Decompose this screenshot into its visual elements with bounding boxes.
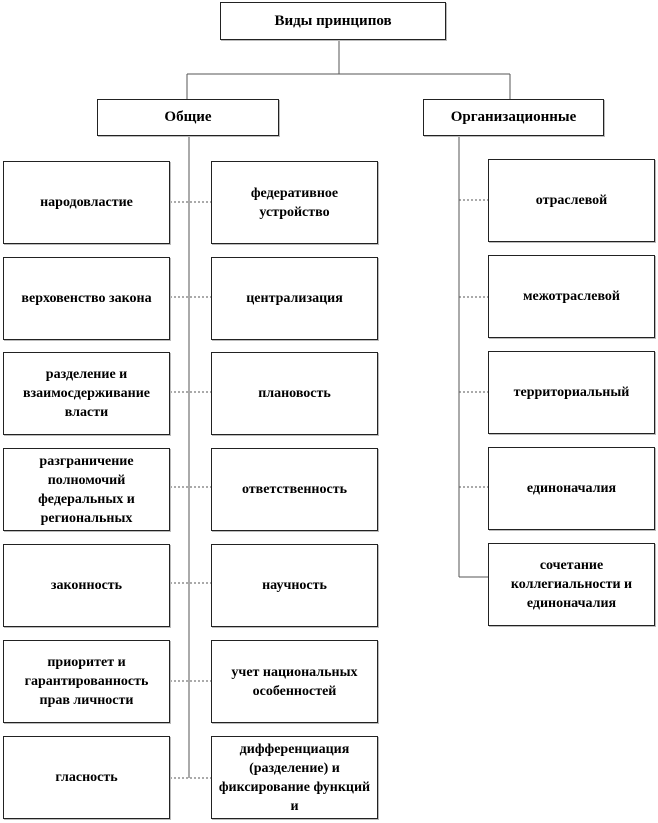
general-right-item-2: централизация: [211, 257, 378, 340]
general-left-item-5: законность: [3, 544, 170, 627]
organizational-item-1: отраслевой: [488, 159, 655, 242]
general-right-item-7: дифференциация (разделение) и фиксирован…: [211, 736, 378, 819]
organizational-item-3: территориальный: [488, 351, 655, 434]
general-right-item-4: ответственность: [211, 448, 378, 531]
general-right-item-6: учет национальных особенностей: [211, 640, 378, 723]
general-right-item-3: плановость: [211, 352, 378, 435]
general-left-item-2: верховенство закона: [3, 257, 170, 340]
general-left-item-3: разделение и взаимосдерживание власти: [3, 352, 170, 435]
general-left-item-1: народовластие: [3, 161, 170, 244]
diagram-title: Виды принципов: [220, 2, 446, 40]
general-left-item-6: приоритет и гарантированность прав лично…: [3, 640, 170, 723]
general-left-item-4: разграничение полномочий федеральных и р…: [3, 448, 170, 531]
general-right-item-1: федеративное устройство: [211, 161, 378, 244]
organizational-item-5: сочетание коллегиальности и единоначалия: [488, 543, 655, 626]
organizational-item-2: межотраслевой: [488, 255, 655, 338]
organizational-heading: Организационные: [423, 99, 604, 136]
general-left-item-7: гласность: [3, 736, 170, 819]
general-right-item-5: научность: [211, 544, 378, 627]
general-heading: Общие: [97, 99, 279, 136]
organizational-item-4: единоначалия: [488, 447, 655, 530]
